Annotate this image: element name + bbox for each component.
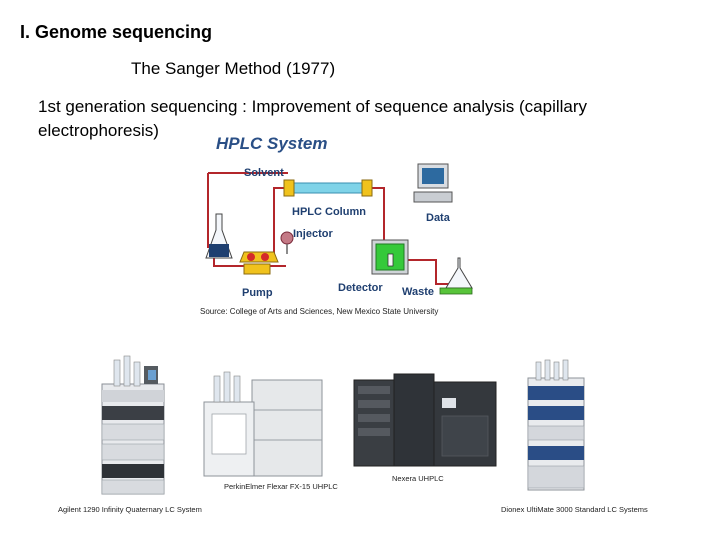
caption-perkinelmer: PerkinElmer Flexar FX-15 UHPLC [224,482,338,491]
label-injector: Injector [293,228,333,240]
caption-agilent: Agilent 1290 Infinity Quaternary LC Syst… [58,505,202,514]
hplc-diagram: Solvent HPLC Column Injector Data Pump D… [205,163,473,299]
label-detector: Detector [338,282,383,294]
diagram-source: Source: College of Arts and Sciences, Ne… [200,307,439,316]
detector-icon [371,239,409,275]
nexera-uhplc-image [353,373,497,467]
agilent-lc-system-image [101,355,165,495]
label-pump: Pump [242,287,273,299]
perkinelmer-uhplc-image [203,371,323,477]
injector-icon [280,231,294,254]
label-data: Data [426,212,451,224]
pump-icon [239,251,279,275]
label-hplc-column: HPLC Column [292,206,366,218]
slide-heading: I. Genome sequencing [20,22,213,42]
computer-icon [413,163,453,203]
label-solvent: Solvent [244,167,284,179]
caption-nexera: Nexera UHPLC [392,474,444,483]
hplc-column-icon [283,179,373,197]
slide-subheading: The Sanger Method (1977) [131,59,336,78]
dionex-lc-system-image [527,359,585,491]
label-waste: Waste [402,286,434,298]
caption-dionex: Dionex UltiMate 3000 Standard LC Systems [501,505,648,514]
solvent-flask-icon [205,213,233,259]
waste-beaker-icon [439,257,473,295]
slide-description: 1st generation sequencing : Improvement … [38,97,588,140]
diagram-title: HPLC System [216,134,328,153]
